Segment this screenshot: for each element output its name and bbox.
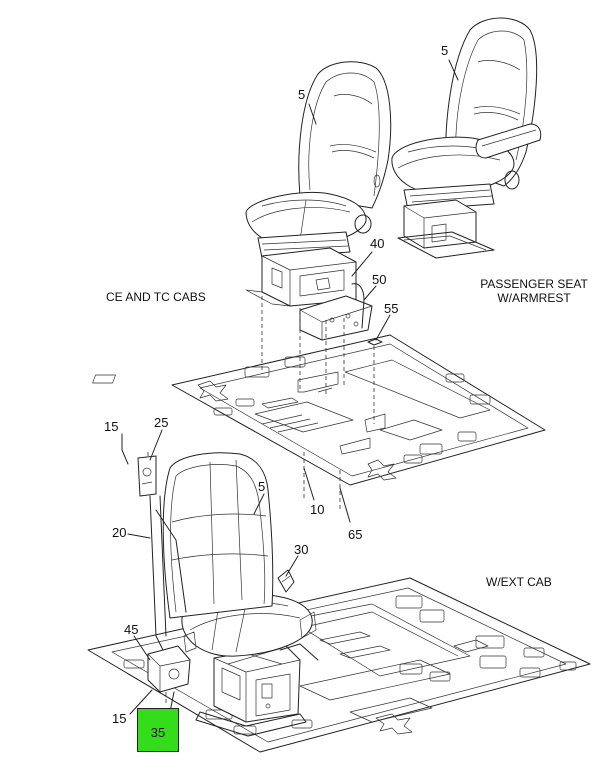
riser-bracket [299, 283, 373, 341]
callout-35-label: 35 [150, 725, 166, 740]
callout-55-fastener[interactable]: 55 [384, 301, 399, 316]
callout-5-lower-seat[interactable]: 5 [258, 479, 266, 494]
upper-floor-panel [92, 334, 546, 486]
callout-15-belt-top[interactable]: 15 [104, 419, 119, 434]
lower-alignment-lines [147, 450, 167, 706]
caption-ext-cab: W/EXT CAB [486, 575, 552, 589]
callout-30-buckle[interactable]: 30 [294, 542, 309, 557]
callout-10-floor[interactable]: 10 [310, 502, 325, 517]
fastener-55 [367, 338, 383, 346]
callout-5-passenger-seat[interactable]: 5 [441, 43, 449, 58]
lower-driver-seat [162, 452, 319, 737]
passenger-seat [391, 17, 542, 259]
callout-50-bracket[interactable]: 50 [372, 272, 387, 287]
seatbelt-assembly [137, 455, 197, 693]
callout-65-floor[interactable]: 65 [348, 527, 363, 542]
upper-alignment-lines [261, 296, 375, 510]
riser-box [245, 247, 357, 307]
callout-45-anchor[interactable]: 45 [124, 622, 139, 637]
callout-15-belt-bottom[interactable]: 15 [112, 711, 127, 726]
caption-passenger-line1: PASSENGER SEAT [480, 277, 588, 291]
callout-35-highlighted[interactable]: 35 [137, 708, 179, 752]
caption-ce-tc-cabs: CE AND TC CABS [106, 290, 206, 304]
callout-40-riser[interactable]: 40 [370, 236, 385, 251]
lower-floor-panel [87, 577, 591, 753]
caption-passenger-seat: PASSENGER SEAT W/ARMREST [470, 277, 598, 306]
callout-20-belt[interactable]: 20 [112, 525, 127, 540]
seatbelt-buckle [277, 569, 295, 593]
callout-5-driver-seat[interactable]: 5 [298, 87, 306, 102]
callout-25-belt[interactable]: 25 [154, 415, 169, 430]
upper-driver-seat [245, 61, 392, 263]
caption-passenger-line2: W/ARMREST [497, 290, 571, 305]
